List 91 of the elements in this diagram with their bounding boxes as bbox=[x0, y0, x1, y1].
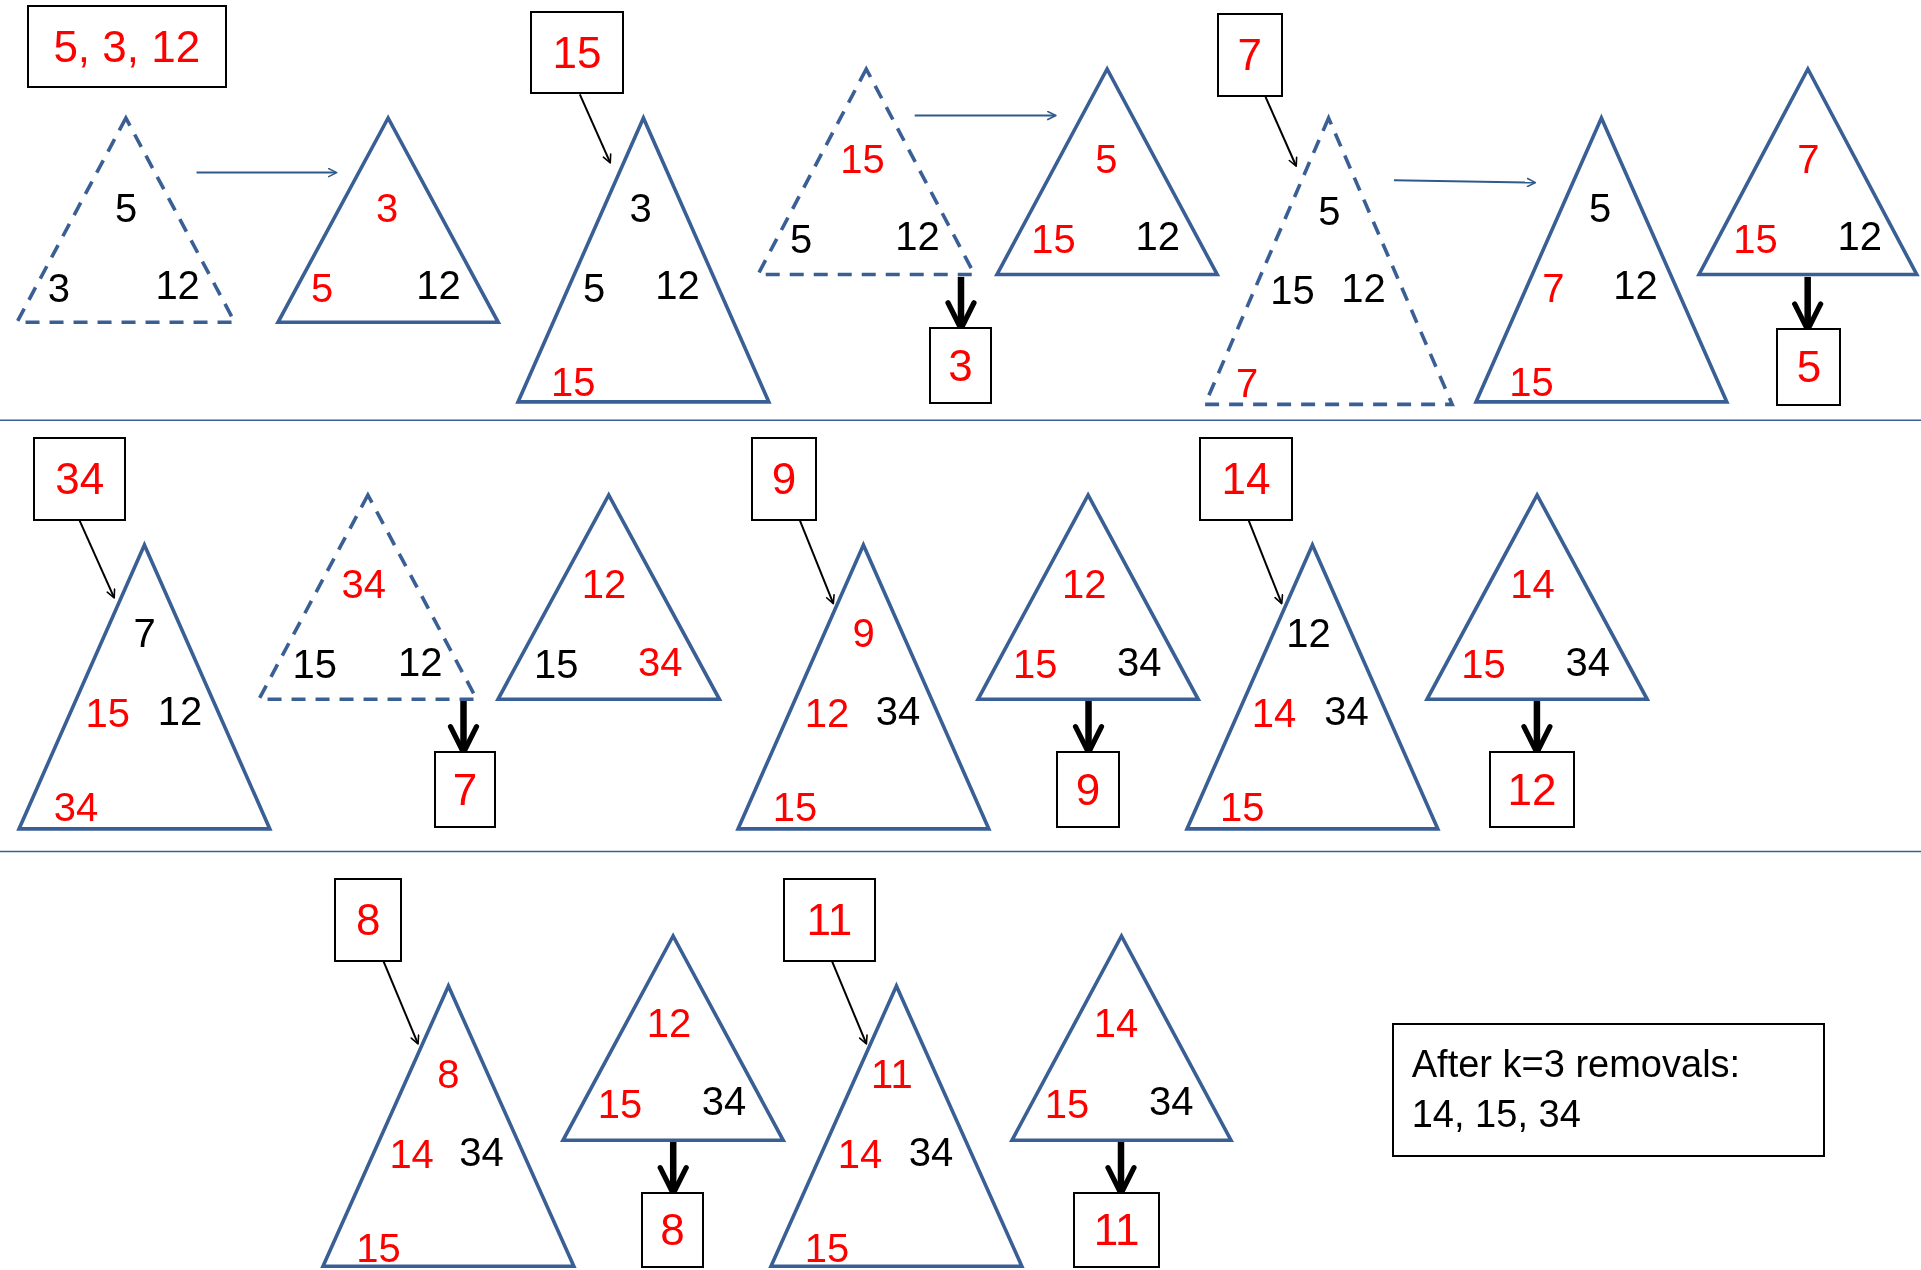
heap-value: 5 bbox=[583, 267, 606, 308]
heap-value: 12 bbox=[155, 265, 200, 306]
value-box: 5 bbox=[1776, 328, 1842, 406]
heap-value: 15 bbox=[597, 1083, 643, 1124]
heap-value: 5 bbox=[1318, 190, 1341, 231]
heap-value: 3 bbox=[47, 267, 70, 308]
heap-value: 12 bbox=[1613, 265, 1658, 306]
heap-value: 12 bbox=[1135, 216, 1180, 257]
heap-value: 14 bbox=[1251, 693, 1297, 733]
value-box: 5, 3, 12 bbox=[26, 4, 227, 89]
heap-value: 14 bbox=[389, 1134, 434, 1175]
arrow bbox=[382, 960, 420, 1045]
heap-value: 7 bbox=[1542, 267, 1565, 308]
heap-value: 7 bbox=[1236, 363, 1259, 404]
arrow bbox=[1247, 519, 1284, 605]
heap-value: 15 bbox=[85, 693, 131, 733]
heap-value: 15 bbox=[840, 139, 885, 180]
heap-value: 3 bbox=[376, 188, 399, 229]
arrow bbox=[578, 93, 612, 164]
heap-value: 14 bbox=[1510, 564, 1555, 605]
heap-value: 12 bbox=[157, 690, 203, 731]
arrow bbox=[798, 519, 835, 605]
heap-value: 12 bbox=[646, 1002, 692, 1043]
value-box: 15 bbox=[530, 11, 624, 95]
heap-value: 12 bbox=[655, 265, 700, 306]
heap-value: 34 bbox=[875, 690, 921, 731]
value-box: 34 bbox=[33, 437, 127, 521]
heap-value: 15 bbox=[1461, 644, 1506, 684]
heap-value: 12 bbox=[581, 564, 627, 605]
heap-value: 12 bbox=[397, 641, 443, 682]
heap-value: 15 bbox=[1270, 270, 1315, 311]
heap-value: 15 bbox=[772, 787, 818, 828]
note-box: After k=3 removals: 14, 15, 34 bbox=[1391, 1022, 1826, 1157]
arrow bbox=[195, 167, 338, 178]
value-box: 3 bbox=[928, 327, 993, 405]
heap-value: 7 bbox=[133, 613, 156, 654]
heap-value: 15 bbox=[551, 362, 596, 403]
heap-value: 9 bbox=[852, 613, 875, 654]
arrow bbox=[831, 960, 868, 1045]
heap-value: 34 bbox=[1148, 1081, 1194, 1122]
heap-value: 15 bbox=[1012, 644, 1058, 684]
heap-value: 12 bbox=[1341, 267, 1386, 308]
heap-value: 7 bbox=[1797, 139, 1820, 180]
heap-value: 5 bbox=[115, 188, 138, 229]
heap-value: 15 bbox=[804, 1228, 850, 1269]
heap-value: 34 bbox=[1117, 641, 1162, 682]
arrow bbox=[78, 519, 116, 599]
heap-value: 12 bbox=[1061, 564, 1107, 605]
heap-value: 14 bbox=[1093, 1002, 1139, 1043]
value-box: 14 bbox=[1199, 437, 1293, 521]
heap-value: 12 bbox=[1286, 613, 1331, 654]
heap-value: 34 bbox=[53, 787, 99, 828]
heap-value: 12 bbox=[895, 216, 940, 257]
heap-value: 15 bbox=[292, 644, 338, 684]
value-box: 7 bbox=[1216, 13, 1283, 97]
heap-value: 3 bbox=[629, 188, 652, 229]
heap-value: 34 bbox=[908, 1131, 954, 1172]
heap-value: 34 bbox=[638, 641, 683, 682]
heap-value: 15 bbox=[533, 644, 579, 684]
heap-value: 12 bbox=[804, 693, 850, 733]
value-box: 11 bbox=[1073, 1192, 1161, 1268]
value-box: 9 bbox=[751, 437, 818, 521]
heap-value: 15 bbox=[1220, 787, 1265, 828]
value-box: 8 bbox=[640, 1192, 705, 1268]
arrow bbox=[1392, 177, 1537, 188]
heap-value: 34 bbox=[1565, 641, 1610, 682]
heap-value: 8 bbox=[437, 1054, 460, 1095]
heap-value: 15 bbox=[356, 1228, 401, 1269]
heap-value: 34 bbox=[341, 564, 387, 605]
heap-value: 5 bbox=[311, 267, 334, 308]
heap-value: 12 bbox=[1837, 216, 1882, 257]
value-box: 8 bbox=[334, 878, 402, 962]
arrow bbox=[913, 110, 1057, 121]
heap-value: 34 bbox=[701, 1081, 747, 1122]
heap-value: 15 bbox=[1733, 218, 1778, 259]
heap-value: 5 bbox=[1588, 188, 1612, 229]
heap-value: 11 bbox=[871, 1054, 913, 1095]
heap-value: 34 bbox=[1324, 690, 1369, 731]
heap-value: 15 bbox=[1044, 1083, 1090, 1124]
value-box: 9 bbox=[1056, 751, 1120, 829]
value-box: 12 bbox=[1488, 751, 1576, 829]
heap-value: 5 bbox=[790, 218, 813, 259]
value-box: 11 bbox=[782, 878, 876, 962]
heap-value: 15 bbox=[1509, 362, 1554, 403]
arrow bbox=[1264, 95, 1298, 167]
heap-value: 14 bbox=[837, 1134, 883, 1175]
heap-value: 5 bbox=[1095, 139, 1118, 180]
value-box: 7 bbox=[433, 751, 497, 829]
heap-value: 34 bbox=[459, 1131, 504, 1172]
heap-value: 15 bbox=[1031, 218, 1076, 259]
heap-value: 12 bbox=[416, 265, 461, 306]
